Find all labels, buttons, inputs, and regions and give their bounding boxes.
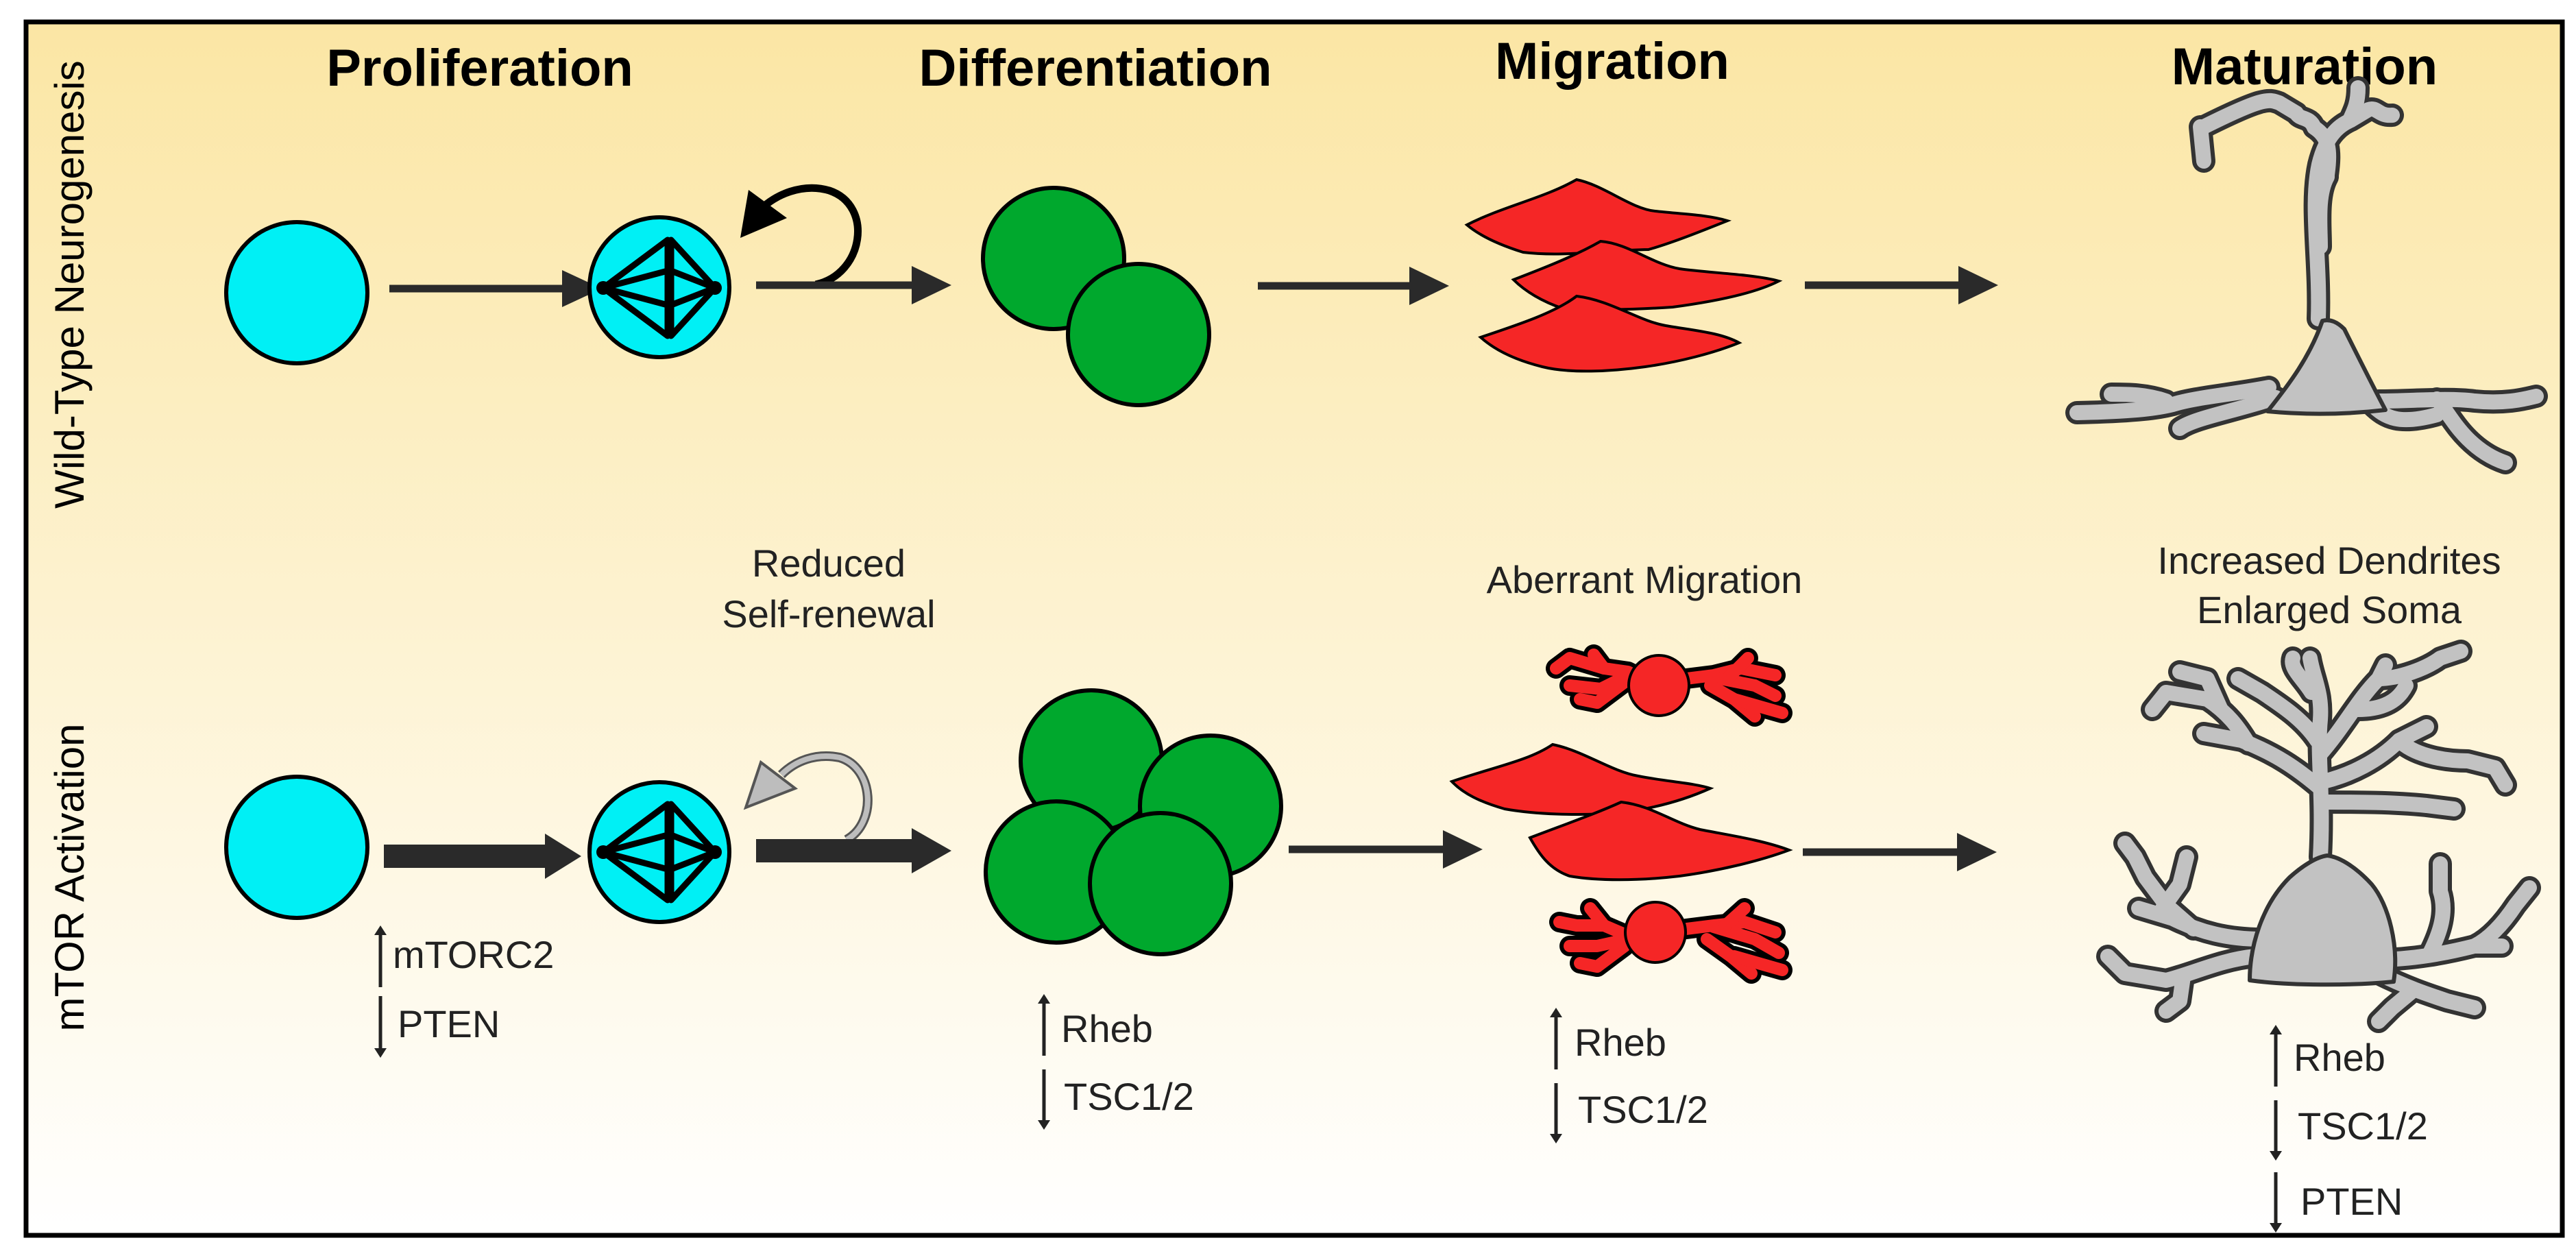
mature-neuron [2065,76,2548,474]
multipolar-migrating-cell-top [1546,644,1793,727]
arrow-mtor-1 [384,834,581,879]
arrow-mtor-3 [1289,830,1483,869]
regulator-tsc: TSC1/2 [2298,1104,2428,1148]
up-arrow-icon [1038,994,1050,1056]
down-arrow-icon [2270,1100,2282,1161]
progenitor-cell [224,220,369,365]
annotation-enlarged-soma: Enlarged Soma [2197,588,2462,631]
row-label-mtor: mTOR Activation [47,723,93,1031]
figure-background [23,19,2565,1238]
annotation-self-renewal: Self-renewal [722,592,935,635]
annotation-reduced: Reduced [752,542,906,585]
dividing-cell [587,215,731,359]
regulator-rheb: Rheb [1061,1007,1153,1050]
annotation-aberrant-migration: Aberrant Migration [1487,558,1803,601]
down-arrow-icon [374,996,387,1058]
migrating-cells-mtor [1449,644,1793,984]
differentiated-cells [981,186,1211,407]
mature-neuron-enlarged [2096,640,2541,1033]
regulators-maturation: Rheb TSC1/2 PTEN [2270,1025,2428,1233]
regulator-tsc: TSC1/2 [1578,1088,1708,1131]
up-arrow-icon [1550,1008,1562,1069]
regulators-differentiation: Rheb TSC1/2 [1038,994,1194,1130]
dividing-cell-mtor [587,780,731,924]
multipolar-migrating-cell-bottom [1549,898,1793,984]
down-arrow-icon [1038,1069,1050,1130]
mtor-row [224,640,2541,1033]
header-differentiation: Differentiation [919,39,1272,97]
progenitor-cell-mtor [224,775,369,920]
reduced-self-renewal-arrow [743,751,873,845]
row-label-wild-type: Wild-Type Neurogenesis [47,60,93,509]
regulators-migration: Rheb TSC1/2 [1550,1008,1708,1143]
differentiated-cells-mtor [984,688,1283,956]
down-arrow-icon [1550,1083,1562,1143]
wild-type-row [224,76,2548,474]
arrow-wt-4 [1805,266,1998,304]
regulator-tsc: TSC1/2 [1064,1075,1194,1118]
regulator-rheb: Rheb [1575,1021,1666,1064]
down-arrow-icon [2270,1172,2282,1233]
regulator-pten: PTEN [2300,1180,2403,1223]
regulator-pten: PTEN [398,1002,500,1045]
arrow-wt-1 [389,270,602,307]
arrow-wt-2 [756,266,951,304]
header-migration: Migration [1495,32,1729,90]
arrow-wt-3 [1258,267,1449,305]
arrow-mtor-4 [1803,833,1997,871]
up-arrow-icon [374,925,387,987]
regulator-mtorc2: mTORC2 [393,933,554,976]
regulator-rheb: Rheb [2294,1036,2385,1079]
header-proliferation: Proliferation [326,39,633,97]
regulators-proliferation: mTORC2 PTEN [374,925,554,1058]
arrow-mtor-2 [756,828,951,873]
annotation-increased-dendrites: Increased Dendrites [2157,539,2501,582]
self-renewal-arrow [740,184,862,289]
up-arrow-icon [2270,1025,2282,1087]
header-maturation: Maturation [2172,38,2438,96]
migrating-cells [1464,178,1783,373]
